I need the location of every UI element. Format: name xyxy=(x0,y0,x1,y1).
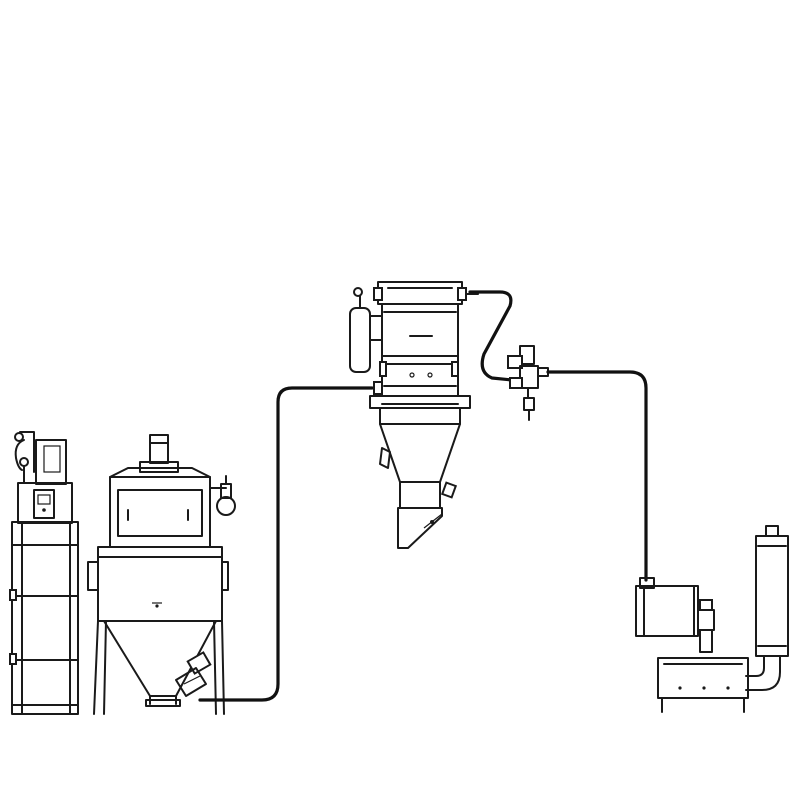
vacuum-hose-right xyxy=(546,370,648,582)
vacuum-receiver xyxy=(349,281,479,549)
control-panel xyxy=(9,431,79,715)
filter-valve-assembly xyxy=(507,345,549,421)
vacuum-pump xyxy=(635,525,789,713)
bag-dump-station xyxy=(87,434,236,715)
vacuum-hose-upper xyxy=(468,290,514,382)
conveying-hose xyxy=(198,386,374,702)
